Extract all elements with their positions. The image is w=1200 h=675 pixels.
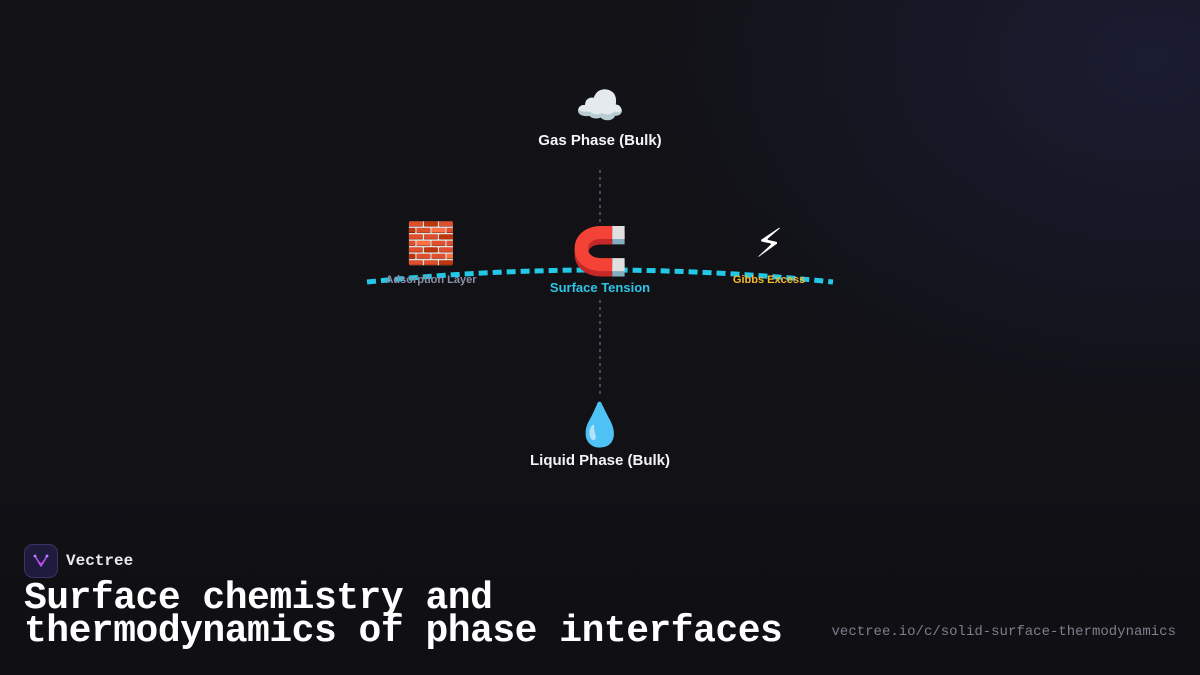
adsorption-layer-label: Adsorption Layer — [385, 274, 477, 286]
liquid-phase-label: Liquid Phase (Bulk) — [529, 452, 671, 469]
node-surface-tension: 🧲 Surface Tension — [550, 228, 650, 295]
node-gas-phase: ☁️ Gas Phase (Bulk) — [538, 86, 661, 149]
cloud-icon: ☁️ — [575, 84, 625, 128]
droplet-icon: 💧 — [573, 401, 627, 448]
page-title: Surface chemistry and thermodynamics of … — [24, 577, 783, 653]
lightning-icon: ⚡ — [754, 222, 784, 266]
node-gibbs-excess: ⚡ Gibbs Excess — [733, 224, 805, 286]
gibbs-excess-label: Gibbs Excess — [732, 274, 806, 286]
node-liquid-phase: 💧 Liquid Phase (Bulk) — [529, 401, 671, 470]
brand: Vectree — [24, 544, 133, 578]
surface-tension-label: Surface Tension — [549, 280, 651, 295]
vectree-logo-icon — [24, 544, 58, 578]
gas-phase-label: Gas Phase (Bulk) — [538, 132, 662, 149]
brand-name: Vectree — [66, 552, 134, 570]
brick-icon: 🧱 — [406, 222, 456, 266]
interface-curve — [366, 267, 834, 285]
magnet-icon: 🧲 — [571, 225, 629, 277]
node-adsorption-layer: 🧱 Adsorption Layer — [385, 224, 476, 286]
source-url[interactable]: vectree.io/c/solid-surface-thermodynamic… — [831, 624, 1176, 640]
